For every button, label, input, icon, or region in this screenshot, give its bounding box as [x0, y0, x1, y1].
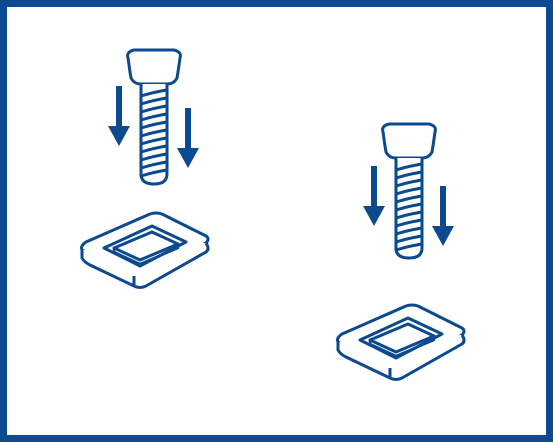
right-assembly	[336, 122, 466, 381]
arrow-down-icon	[108, 86, 130, 146]
arrow-down-icon	[177, 108, 199, 168]
washer-icon	[336, 303, 466, 381]
left-assembly	[80, 48, 210, 289]
bolt-icon	[126, 48, 182, 186]
washer-icon	[80, 211, 210, 289]
arrow-down-icon	[432, 186, 454, 246]
arrow-down-icon	[363, 166, 385, 226]
bolt-icon	[381, 122, 437, 260]
